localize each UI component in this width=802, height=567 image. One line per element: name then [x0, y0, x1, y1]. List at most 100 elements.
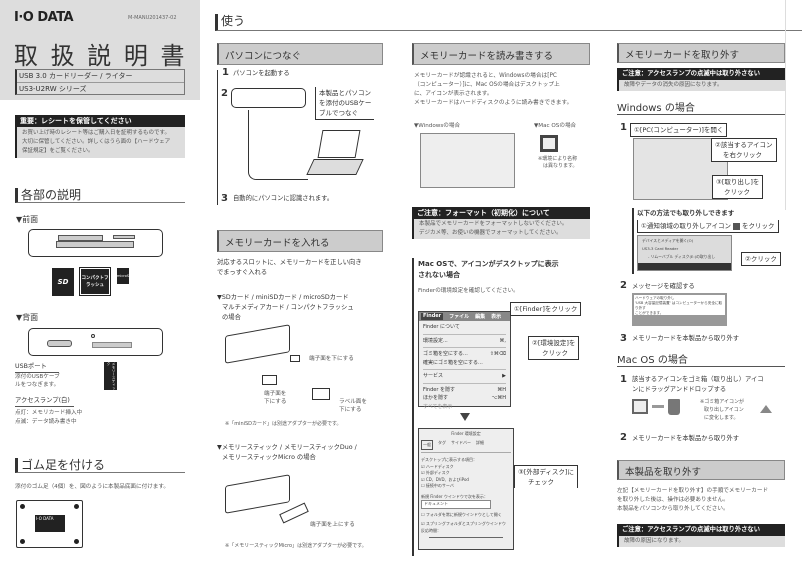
mac-issue-text: Finderの環境設定を確認してください。 — [418, 288, 519, 294]
folder-select[interactable]: ドキュメント — [421, 500, 491, 509]
sd-heading: の場合 — [222, 314, 241, 321]
access-lamp-label: アクセスランプ(白) — [15, 396, 74, 407]
card-illustration — [312, 388, 330, 400]
checkbox[interactable]: ☑ スプリングフォルダとスプリングウインドウ — [421, 521, 506, 526]
menu-row[interactable]: すべてを表示 — [423, 403, 453, 410]
receipt-text: 大切に保管してください。詳しくはうら面の【ハードウェア — [22, 139, 171, 145]
lamp-desc: 点灯：メモリカード挿入中 — [15, 410, 83, 416]
caution-title: ご注意：アクセスランプの点滅中は取り外さない — [617, 524, 785, 536]
step-number: 3 — [221, 193, 228, 204]
card-illustration — [262, 375, 277, 385]
caution-body: 故障の原因になります。 — [617, 536, 785, 547]
step-number: 1 — [620, 374, 627, 385]
prefs-tab[interactable]: タグ — [438, 439, 446, 445]
caution-title: ご注意：アクセスランプの点滅中は取り外さない — [617, 68, 785, 80]
finder-menu-item[interactable]: Finder — [421, 313, 444, 320]
card-reader-illustration — [225, 474, 290, 514]
eject-icon — [760, 405, 772, 413]
step-number: 1 — [620, 122, 627, 133]
sd-label: 下にする — [264, 399, 287, 405]
menu-row[interactable]: Finder を隠す⌘H — [423, 382, 506, 395]
ms-label: 端子面を上にする — [310, 522, 355, 528]
insert-text: でまっすぐ入れる — [217, 269, 268, 276]
product-box: USB 3.0 カードリーダー / ライター US3-U2RW シリーズ — [15, 69, 185, 95]
receipt-text: 保証規定】をご覧ください。 — [22, 148, 94, 154]
callout-external-disk: ③[外部ディスク]にチェック — [514, 465, 578, 488]
usb-port-desc: ルをつなぎます。 — [15, 382, 60, 388]
front-device — [28, 229, 163, 257]
eject-menu-item[interactable]: - リムーバブル ディスク(E:)の取り出し — [648, 254, 716, 259]
drive-icon — [632, 399, 648, 414]
receipt-text: お買い上げ時のレシート等はご購入日を証明するものです。 — [22, 130, 170, 136]
rw-text: （コンピューター）]に、Mac OSの場合はデスクトップ上 — [414, 82, 560, 88]
safely-remove-icon — [733, 222, 741, 230]
mac-note: は異なります。 — [543, 163, 578, 169]
remove-title: メモリーカードを取り外す — [617, 43, 785, 63]
usb-port-label: USBポート — [15, 362, 59, 373]
windows-explorer-screenshot — [420, 133, 515, 188]
checkbox[interactable]: ☐ 接続中のサーバ — [421, 483, 454, 488]
mac-heading: Mac OS の場合 — [617, 351, 785, 367]
unplug-text: を取り外した後は、操作は必要ありません。 — [617, 497, 729, 503]
step-number: 3 — [620, 333, 627, 344]
notification-screenshot: デバイスとメディアを開く(O)US3-3 Card Reader- リムーバブル… — [637, 235, 732, 271]
usb-port-desc: 添付のUSBケーブ — [15, 374, 60, 380]
parts-heading: 各部の説明 — [15, 188, 185, 203]
menu-row[interactable]: 確実にゴミ箱を空にする... — [423, 359, 483, 366]
sd-card-icon: SD — [52, 268, 74, 296]
card-reader-illustration — [225, 324, 290, 364]
rear-label: ▼背面 — [16, 313, 39, 322]
callout-eject: ③[取り出し]をクリック — [712, 175, 764, 199]
cover-header — [0, 0, 200, 100]
finder-menu-screenshot: Finder ファイル編集表示 Finder について 環境設定...⌘, ゴミ箱… — [418, 311, 511, 410]
format-caution-title: ご注意：フォーマット（初期化）について — [412, 207, 590, 219]
unplug-text: 本製品をパソコンから取り外してください。 — [617, 506, 729, 512]
file-menu[interactable]: ファイル — [449, 314, 470, 320]
receipt-notice-title: 重要：レシートを保管してください — [15, 115, 185, 127]
checkbox[interactable]: ☐ フォルダを常に新規ウインドウとして開く — [421, 511, 502, 517]
device-illustration — [231, 88, 306, 108]
menu-row[interactable]: ほかを隠す⌥⌘H — [423, 395, 506, 401]
callout-open-pc: ①[PC(コンピューター)]を開く — [630, 123, 728, 137]
callout-finder: ①[Finder]をクリック — [510, 302, 582, 316]
laptop-icon — [306, 130, 365, 180]
checkbox[interactable]: ☑ CD、DVD、およびiPod — [421, 476, 469, 482]
sd-label: 端子面を — [264, 391, 287, 397]
prefs-tab[interactable]: 詳細 — [476, 439, 484, 445]
checkbox[interactable]: ☑ ハードディスク — [421, 463, 454, 469]
feet-heading: ゴム足を付ける — [15, 458, 185, 473]
rw-title: メモリーカードを読み書きする — [412, 43, 590, 65]
lamp-desc: 点滅：データ読み書き中 — [15, 419, 77, 425]
callout-prefs: ②[環境設定]をクリック — [528, 336, 580, 360]
product-model: US3-U2RW シリーズ — [17, 82, 184, 95]
callout-tray-icon: ①通知領域の取り外しアイコンをクリック — [637, 220, 779, 233]
menu-row[interactable]: 環境設定...⌘, — [423, 333, 506, 346]
delay-slider[interactable] — [429, 537, 503, 538]
sd-label: 端子面を下にする — [309, 356, 354, 362]
mac-note: ※環境により名称 — [538, 156, 578, 162]
ms-heading: ▼メモリースティック / メモリースティックDuo / — [217, 444, 357, 451]
remove-caution: ご注意：アクセスランプの点滅中は取り外さない 故障やデータの消失の原因になります… — [617, 68, 785, 91]
unplug-title: 本製品を取り外す — [617, 460, 785, 480]
menu-row[interactable]: Finder について — [423, 324, 460, 330]
alt-method-title: 以下の方法でも取り外しできます — [637, 209, 735, 217]
logo: I·O DATA — [14, 10, 74, 25]
prefs-tab[interactable]: サイドバー — [451, 439, 471, 445]
receipt-notice: 重要：レシートを保管してください お買い上げ時のレシート等はご購入日を証明するも… — [15, 115, 185, 158]
menu-row[interactable]: サービス▶ — [423, 369, 506, 381]
insert-text: 対応するスロットに、メモリーカードを正しい向き — [217, 259, 362, 266]
edit-menu[interactable]: 編集 — [475, 314, 486, 320]
page-edge — [785, 0, 802, 210]
view-menu[interactable]: 表示 — [491, 314, 502, 320]
ms-note: ※「メモリースティックMicro」は別途アダプターが必要です。 — [225, 543, 367, 549]
trash-icon — [668, 399, 680, 415]
compactflash-icon: コンパクトフラッシュ — [79, 267, 111, 296]
format-caution: ご注意：フォーマット（初期化）について 本製品でメモリーカードをフォーマットしな… — [412, 207, 590, 239]
sd-heading: ▼SDカード / miniSDカード / microSDカード — [217, 294, 349, 301]
windows-label: ▼Windowsの場合 — [414, 123, 461, 129]
use-heading: 使う — [215, 14, 802, 31]
mac-label: ▼Mac OSの場合 — [534, 123, 577, 129]
menu-row[interactable]: ゴミ箱を空にする...⇧⌘⌫ — [423, 347, 506, 359]
prefs-tab[interactable]: 一般 — [421, 439, 433, 450]
checkbox[interactable]: ☑ 外部ディスク — [421, 470, 450, 475]
